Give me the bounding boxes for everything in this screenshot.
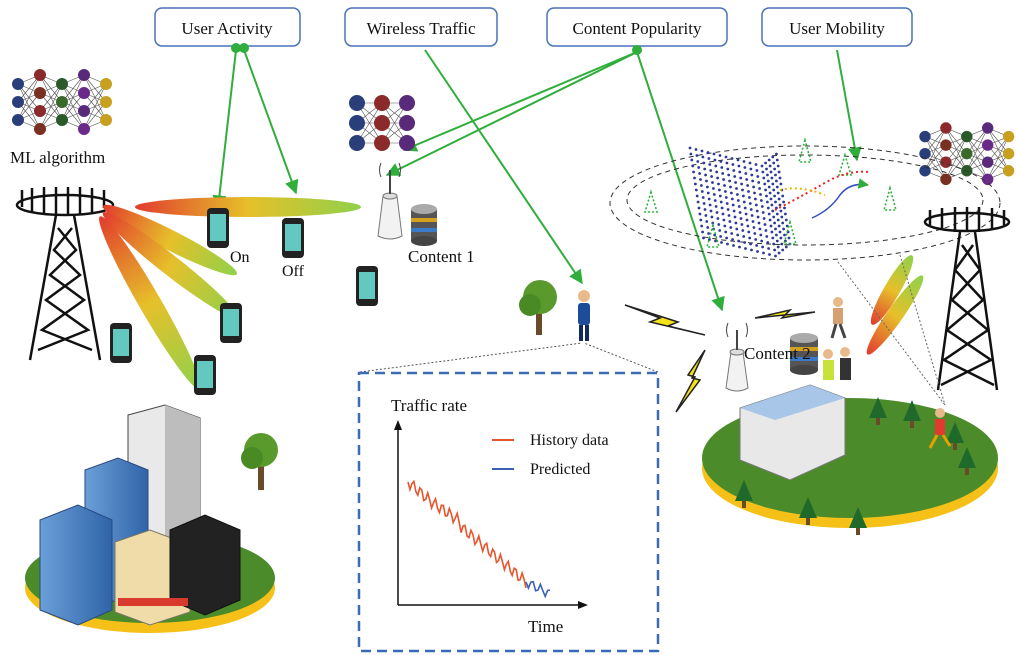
neural-network-icon	[12, 69, 112, 135]
legend-history: History data	[530, 432, 609, 449]
tree-icon	[849, 507, 867, 535]
neural-network-icon	[919, 122, 1015, 185]
beams-left	[99, 197, 361, 390]
factor-label-user-activity: User Activity	[181, 19, 273, 38]
phone-icon	[282, 218, 304, 258]
predicted-series-line	[525, 580, 551, 599]
person-icon	[830, 297, 847, 339]
traffic-chart: Traffic rate Time History data Predicted	[391, 396, 609, 636]
phone-icon	[110, 323, 132, 363]
tower-icon	[15, 187, 115, 361]
legend-predicted: Predicted	[530, 461, 590, 478]
tree-icon	[903, 400, 921, 428]
tree-icon	[869, 397, 887, 425]
phone-icon	[220, 303, 242, 343]
lightning-icon	[624, 304, 816, 413]
content-1-label: Content 1	[408, 247, 475, 266]
factor-label-user-mobility: User Mobility	[789, 19, 885, 38]
phone-off-label: Off	[282, 263, 305, 280]
person-icon	[823, 347, 851, 380]
history-series-line	[407, 479, 527, 589]
trees-right	[735, 397, 976, 535]
chart-xlabel: Time	[528, 617, 563, 636]
tree-icon	[946, 422, 964, 450]
router-icon	[377, 162, 403, 240]
database-icon	[411, 204, 437, 246]
dotted-building	[688, 146, 792, 258]
mobility-area	[609, 136, 1001, 261]
person-icon	[578, 290, 590, 341]
tree-icon	[519, 280, 557, 335]
tree-icon	[735, 480, 753, 508]
phone-icon	[356, 266, 378, 306]
factor-box-user-activity: User Activity	[154, 7, 301, 47]
content-2-label: Content 2	[744, 344, 811, 363]
database-icon	[790, 333, 818, 375]
factor-box-content-popularity: Content Popularity	[546, 7, 728, 47]
phone-icon	[194, 355, 216, 395]
router-icon	[725, 322, 749, 392]
factor-box-wireless-traffic: Wireless Traffic	[344, 7, 498, 47]
ml-algorithm-label: ML algorithm	[10, 148, 105, 167]
tree-icon	[241, 433, 278, 490]
tree-icon	[958, 447, 976, 475]
chart-ylabel: Traffic rate	[391, 396, 467, 415]
tower-icon	[923, 207, 1011, 391]
phones	[110, 208, 378, 395]
beams-right	[866, 255, 924, 355]
ground-right	[702, 384, 998, 528]
factor-box-user-mobility: User Mobility	[761, 7, 913, 47]
phone-icon	[207, 208, 229, 248]
phone-on-label: On	[230, 249, 250, 266]
factor-label-wireless-traffic: Wireless Traffic	[366, 19, 475, 38]
factor-label-content-popularity: Content Popularity	[573, 19, 702, 38]
person-icon	[928, 408, 952, 449]
neural-network-icon	[349, 95, 415, 151]
city-buildings-left	[25, 404, 275, 633]
tree-icon	[799, 497, 817, 525]
influence-arrows	[212, 43, 862, 312]
